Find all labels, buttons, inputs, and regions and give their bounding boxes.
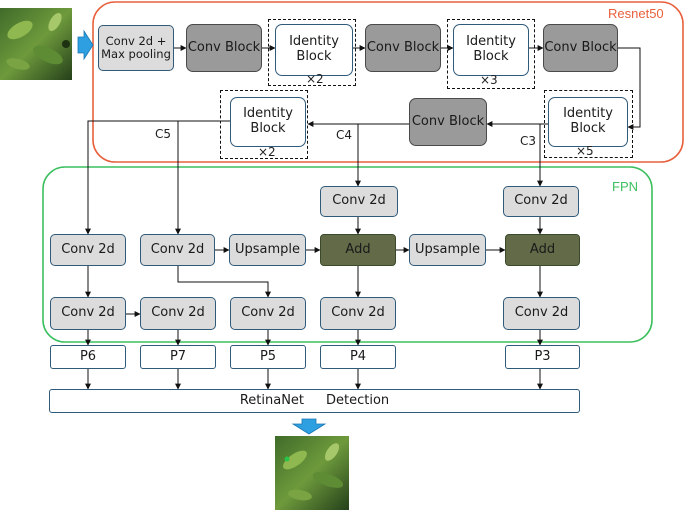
output-p6: P6 bbox=[50, 345, 126, 369]
output-p7: P7 bbox=[140, 345, 216, 369]
fpn-conv-c4: Conv 2d bbox=[320, 186, 398, 217]
detection-label-left: RetinaNet bbox=[239, 392, 305, 408]
fpn-conv-c3: Conv 2d bbox=[503, 186, 579, 217]
conv-block-2: Conv Block bbox=[365, 24, 441, 72]
conv-block-4: Conv Block bbox=[409, 98, 487, 146]
resnet-region bbox=[92, 1, 684, 163]
arrow-conv7-to-conv5 bbox=[177, 266, 271, 298]
conv-pool-block: Conv 2d + Max pooling bbox=[98, 25, 174, 71]
fpn-upsample-2: Upsample bbox=[409, 234, 486, 266]
identity-block-2: Identity Block bbox=[453, 24, 529, 76]
identity-group-x2-top bbox=[268, 19, 356, 86]
fpn-region bbox=[42, 166, 653, 343]
output-p5: P5 bbox=[230, 345, 306, 369]
repeat-label-x5: ×5 bbox=[576, 144, 594, 158]
fpn-conv-p6: Conv 2d bbox=[50, 234, 126, 266]
identity-group-x2-bottom bbox=[220, 90, 308, 159]
arrow-conv3-to-id3 bbox=[618, 47, 641, 130]
resnet-region-label: Resnet50 bbox=[608, 6, 664, 21]
identity-block-1: Identity Block bbox=[275, 24, 353, 76]
fpn-conv-out-p7: Conv 2d bbox=[140, 297, 216, 330]
repeat-label-x3: ×3 bbox=[480, 73, 498, 87]
fpn-conv-out-p3: Conv 2d bbox=[503, 297, 580, 330]
identity-block-3: Identity Block bbox=[548, 97, 628, 147]
fpn-add-2: Add bbox=[505, 234, 580, 266]
conv-block-3: Conv Block bbox=[543, 24, 618, 72]
stage-label-c4: C4 bbox=[336, 128, 353, 142]
output-arrow-icon bbox=[291, 418, 327, 435]
identity-group-x5 bbox=[544, 90, 633, 158]
input-plant-image bbox=[0, 8, 72, 80]
output-plant-image bbox=[275, 436, 349, 510]
output-p3: P3 bbox=[505, 345, 580, 369]
repeat-label-x2-top: ×2 bbox=[306, 72, 324, 86]
arrow-c5-branch-p6 bbox=[85, 120, 230, 235]
fpn-upsample-1: Upsample bbox=[229, 234, 306, 266]
identity-block-4: Identity Block bbox=[230, 97, 306, 147]
input-arrow-icon bbox=[77, 29, 94, 61]
detection-label-right: Detection bbox=[326, 392, 390, 408]
fpn-conv-out-p5: Conv 2d bbox=[230, 297, 306, 330]
fpn-conv-out-p6: Conv 2d bbox=[50, 297, 126, 330]
conv-pool-line-2: Max pooling bbox=[101, 47, 171, 61]
fpn-add-1: Add bbox=[320, 234, 396, 266]
repeat-label-x2-bottom: ×2 bbox=[258, 145, 276, 159]
identity-group-x3 bbox=[447, 19, 535, 89]
fpn-conv-p7: Conv 2d bbox=[140, 234, 215, 266]
stage-label-c3: C3 bbox=[520, 134, 537, 148]
retinanet-detection-bar: RetinaNet Detection bbox=[49, 389, 580, 413]
conv-pool-line-1: Conv 2d + bbox=[105, 33, 167, 48]
stage-label-c5: C5 bbox=[155, 127, 172, 141]
conv-block-1: Conv Block bbox=[186, 24, 262, 72]
fpn-region-label: FPN bbox=[612, 179, 638, 194]
fpn-conv-out-p4: Conv 2d bbox=[320, 297, 396, 330]
output-p4: P4 bbox=[320, 345, 396, 369]
